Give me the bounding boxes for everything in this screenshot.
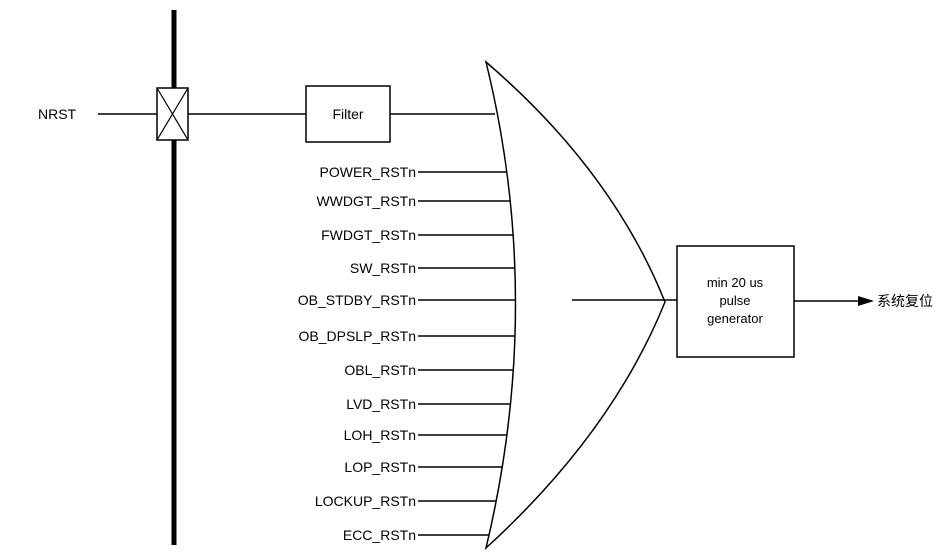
- nrst-pad-box: [156, 87, 189, 141]
- signal-label-ob-stdby-rstn: OB_STDBY_RSTn: [298, 292, 416, 308]
- signal-label-lop-rstn: LOP_RSTn: [344, 459, 416, 475]
- filter-box: [305, 85, 391, 143]
- signal-label-obl-rstn: OBL_RSTn: [344, 362, 416, 378]
- output-arrow-icon: [858, 296, 874, 306]
- filter-label: Filter: [332, 106, 363, 122]
- or-gate: [484, 59, 666, 551]
- pulse-generator-line-3: generator: [707, 311, 763, 326]
- pulse-generator-line-2: pulse: [719, 293, 750, 308]
- signal-label-lvd-rstn: LVD_RSTn: [346, 396, 416, 412]
- signal-label-loh-rstn: LOH_RSTn: [344, 427, 416, 443]
- output-label: 系统复位: [877, 293, 933, 309]
- reset-signal-inputs: POWER_RSTnWWDGT_RSTnFWDGT_RSTnSW_RSTnOB_…: [298, 164, 516, 543]
- signal-label-wwdgt-rstn: WWDGT_RSTn: [316, 193, 416, 209]
- signal-label-ecc-rstn: ECC_RSTn: [343, 527, 416, 543]
- signal-label-lockup-rstn: LOCKUP_RSTn: [315, 493, 416, 509]
- pulse-generator-line-1: min 20 us: [707, 275, 764, 290]
- signal-label-ob-dpslp-rstn: OB_DPSLP_RSTn: [299, 328, 417, 344]
- signal-label-power-rstn: POWER_RSTn: [320, 164, 416, 180]
- pulse-generator-box: [676, 245, 795, 358]
- nrst-label: NRST: [38, 106, 77, 122]
- signal-label-fwdgt-rstn: FWDGT_RSTn: [321, 227, 416, 243]
- signal-label-sw-rstn: SW_RSTn: [350, 260, 416, 276]
